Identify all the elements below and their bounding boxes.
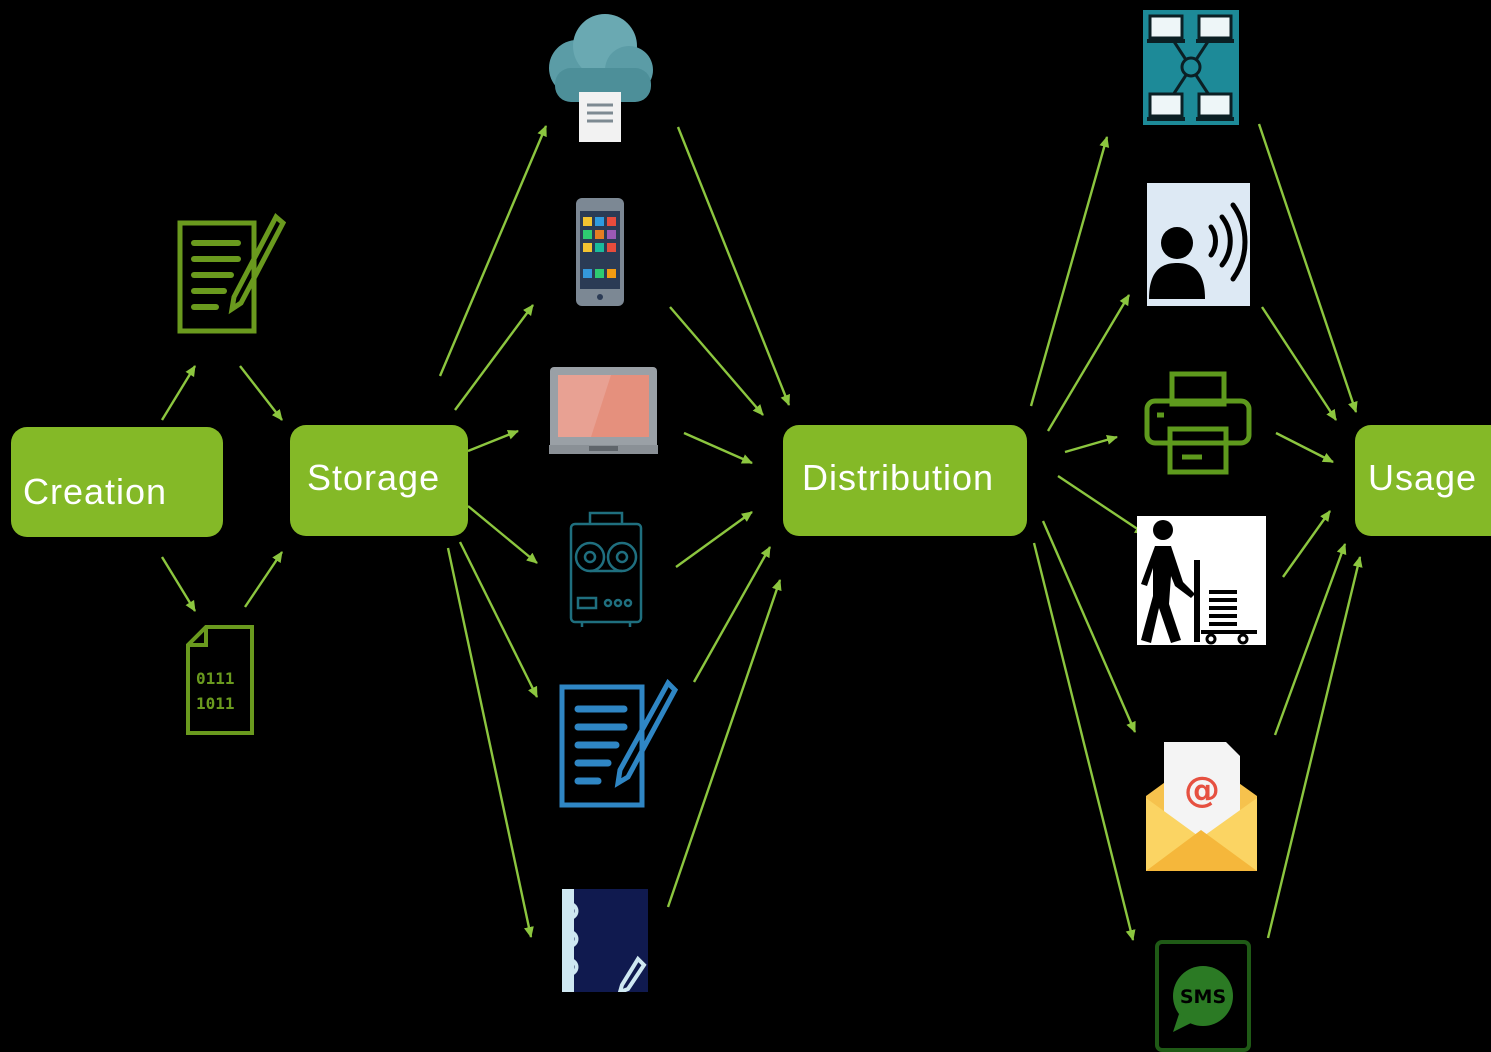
sms-label: SMS: [1180, 986, 1226, 1008]
creation-stage: Creation: [11, 427, 223, 537]
printer-icon: [1144, 371, 1252, 475]
binary-file-icon: 0111 1011: [184, 624, 256, 736]
arrow-recorder-to-distribution: [675, 511, 753, 568]
arrow-cloud-to-distribution: [676, 126, 791, 406]
arrow-storage-to-phone: [454, 304, 534, 411]
paper-document-icon: [558, 679, 678, 809]
network-icon: [1143, 10, 1239, 125]
arrow-binary-to-storage: [244, 551, 283, 608]
storage-label: Storage: [307, 456, 441, 498]
sms-icon: SMS: [1155, 940, 1251, 1052]
arrow-creation-to-doc: [160, 365, 197, 421]
smartphone-icon: [575, 197, 625, 307]
arrow-distribution-to-sms: [1032, 542, 1136, 941]
arrow-distribution-to-printer: [1064, 434, 1118, 454]
binary-line-2: 1011: [196, 694, 235, 713]
arrow-sms-to-usage: [1266, 556, 1363, 939]
arrow-distribution-to-person: [1057, 475, 1146, 535]
arrow-storage-to-laptop: [467, 429, 519, 453]
email-icon: @: [1146, 738, 1257, 871]
person-with-cart-icon: [1137, 516, 1266, 645]
arrow-laptop-to-distribution: [683, 431, 753, 465]
arrow-storage-to-notebook: [446, 547, 534, 938]
document-edit-icon: [176, 213, 286, 336]
cloud-document-icon: [545, 10, 653, 142]
email-at-symbol: @: [1184, 770, 1220, 811]
arrow-notebook-to-distribution: [666, 579, 782, 908]
notebook-icon: [562, 889, 648, 992]
creation-label: Creation: [23, 471, 168, 512]
distribution-stage: Distribution: [783, 425, 1027, 536]
arrow-doc-to-storage: [239, 365, 283, 421]
speaker-voice-icon: [1147, 183, 1250, 306]
arrow-storage-to-recorder: [467, 505, 538, 564]
binary-line-1: 0111: [196, 669, 235, 688]
arrow-distribution-to-speaker: [1046, 294, 1131, 432]
arrow-email-to-usage: [1273, 543, 1347, 736]
arrow-printer-to-usage: [1275, 431, 1334, 464]
usage-stage: Usage: [1355, 425, 1491, 536]
distribution-label: Distribution: [802, 456, 995, 498]
arrow-speaker-to-usage: [1260, 306, 1338, 421]
arrow-phone-to-distribution: [669, 306, 764, 416]
arrow-storage-to-cloud: [438, 125, 548, 377]
reel-tape-recorder-icon: [568, 510, 644, 627]
usage-label: Usage: [1368, 456, 1478, 498]
arrow-distribution-to-email: [1041, 520, 1137, 733]
arrow-person-to-usage: [1282, 510, 1331, 578]
arrow-storage-to-paper: [458, 541, 539, 698]
arrow-network-to-usage: [1257, 123, 1358, 413]
arrow-distribution-to-network: [1029, 136, 1110, 407]
arrow-paper-to-distribution: [692, 546, 772, 683]
laptop-icon: [549, 366, 658, 460]
storage-stage: Storage: [290, 425, 468, 536]
arrow-creation-to-binary: [160, 556, 197, 612]
